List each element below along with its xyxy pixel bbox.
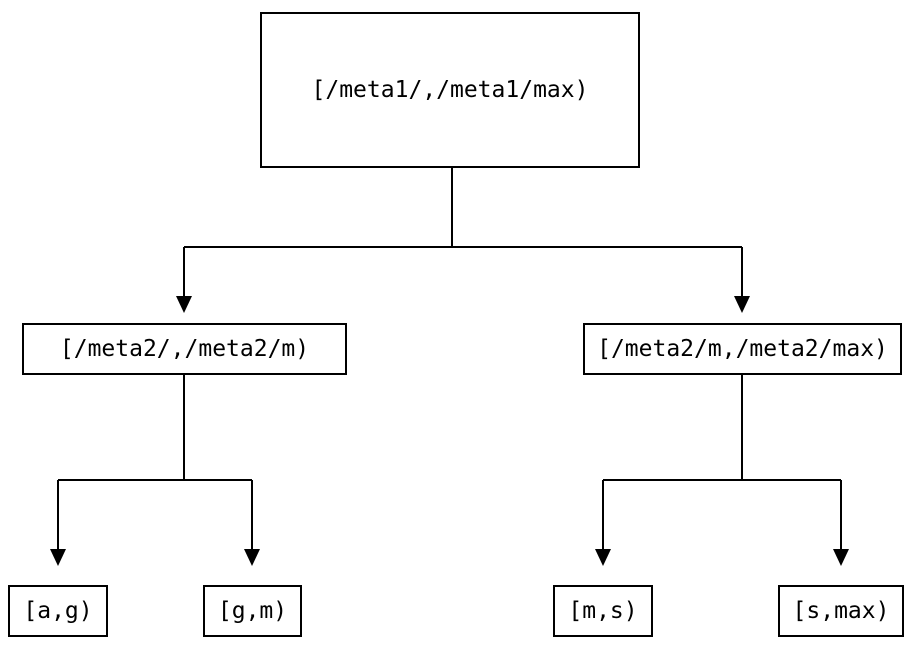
tree-node-meta2-left: [/meta2/,/meta2/m) bbox=[22, 323, 347, 375]
tree-node-meta2-right: [/meta2/m,/meta2/max) bbox=[583, 323, 902, 375]
arrowhead-down-icon bbox=[244, 549, 260, 566]
tree-node-leaf-smax: [s,max) bbox=[778, 585, 904, 637]
tree-node-leaf-ag: [a,g) bbox=[8, 585, 108, 637]
arrowhead-down-icon bbox=[833, 549, 849, 566]
arrowhead-down-icon bbox=[176, 296, 192, 313]
tree-node-root: [/meta1/,/meta1/max) bbox=[260, 12, 640, 168]
tree-node-leaf-ms: [m,s) bbox=[553, 585, 653, 637]
tree-node-leaf-gm: [g,m) bbox=[203, 585, 302, 637]
arrowhead-down-icon bbox=[50, 549, 66, 566]
arrowhead-down-icon bbox=[734, 296, 750, 313]
arrowhead-down-icon bbox=[595, 549, 611, 566]
